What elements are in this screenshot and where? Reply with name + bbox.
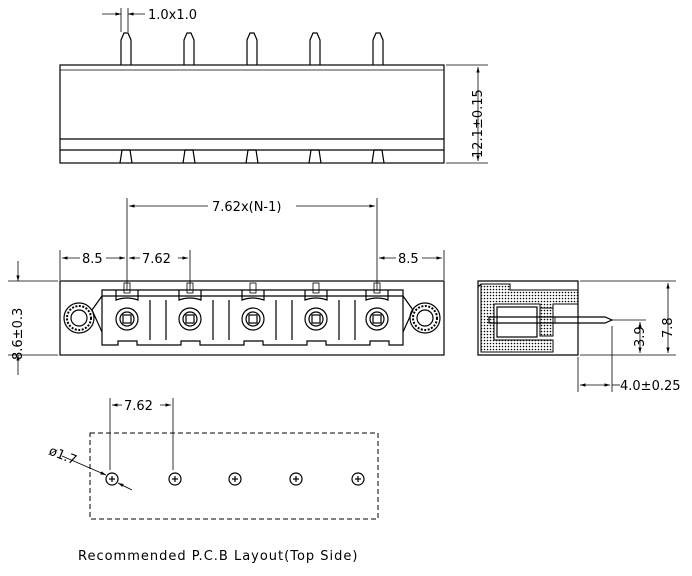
pcb-pitch-dim: 7.62	[124, 399, 153, 414]
pcb-holes	[105, 472, 365, 486]
right-margin-dim: 8.5	[398, 252, 419, 267]
side-view-housing	[477, 280, 579, 356]
mounting-flange	[59, 280, 445, 356]
pcb-layout: 7.62 ø1.7 Recommended P.C.B Layout(Top S…	[47, 397, 379, 564]
side-pin-length-dim: 4.0±0.25	[620, 379, 681, 394]
top-view-body	[59, 64, 445, 164]
pin-size-dim: 1.0x1.0	[148, 8, 197, 23]
pitch-dim: 7.62	[142, 252, 171, 267]
side-total-height-dim: 7.8	[661, 317, 676, 338]
side-view: 7.8 3.9 4.0±0.25	[477, 280, 681, 394]
terminal-housing	[101, 289, 404, 346]
pcb-outline	[89, 432, 379, 520]
top-view-pins	[119, 32, 385, 164]
mounting-screw-left	[63, 302, 95, 334]
mounting-screw-right	[409, 302, 441, 334]
top-view: 1.0x1.0 12.1±0.15	[59, 8, 488, 164]
front-view-height-dim: 8.6±0.3	[11, 308, 26, 360]
pcb-hole-dim: ø1.7	[47, 444, 79, 469]
side-view-pin	[488, 316, 614, 324]
left-margin-dim: 8.5	[82, 252, 103, 267]
terminal-contacts	[115, 282, 389, 340]
front-view: 7.62x(N-1) 8.5 7.62 8.5	[8, 198, 445, 375]
pcb-layout-caption: Recommended P.C.B Layout(Top Side)	[78, 549, 358, 564]
top-view-height-dim: 12.1±0.15	[471, 89, 486, 158]
pitch-total-dim: 7.62x(N-1)	[212, 200, 281, 215]
side-pin-height-dim: 3.9	[633, 326, 648, 347]
